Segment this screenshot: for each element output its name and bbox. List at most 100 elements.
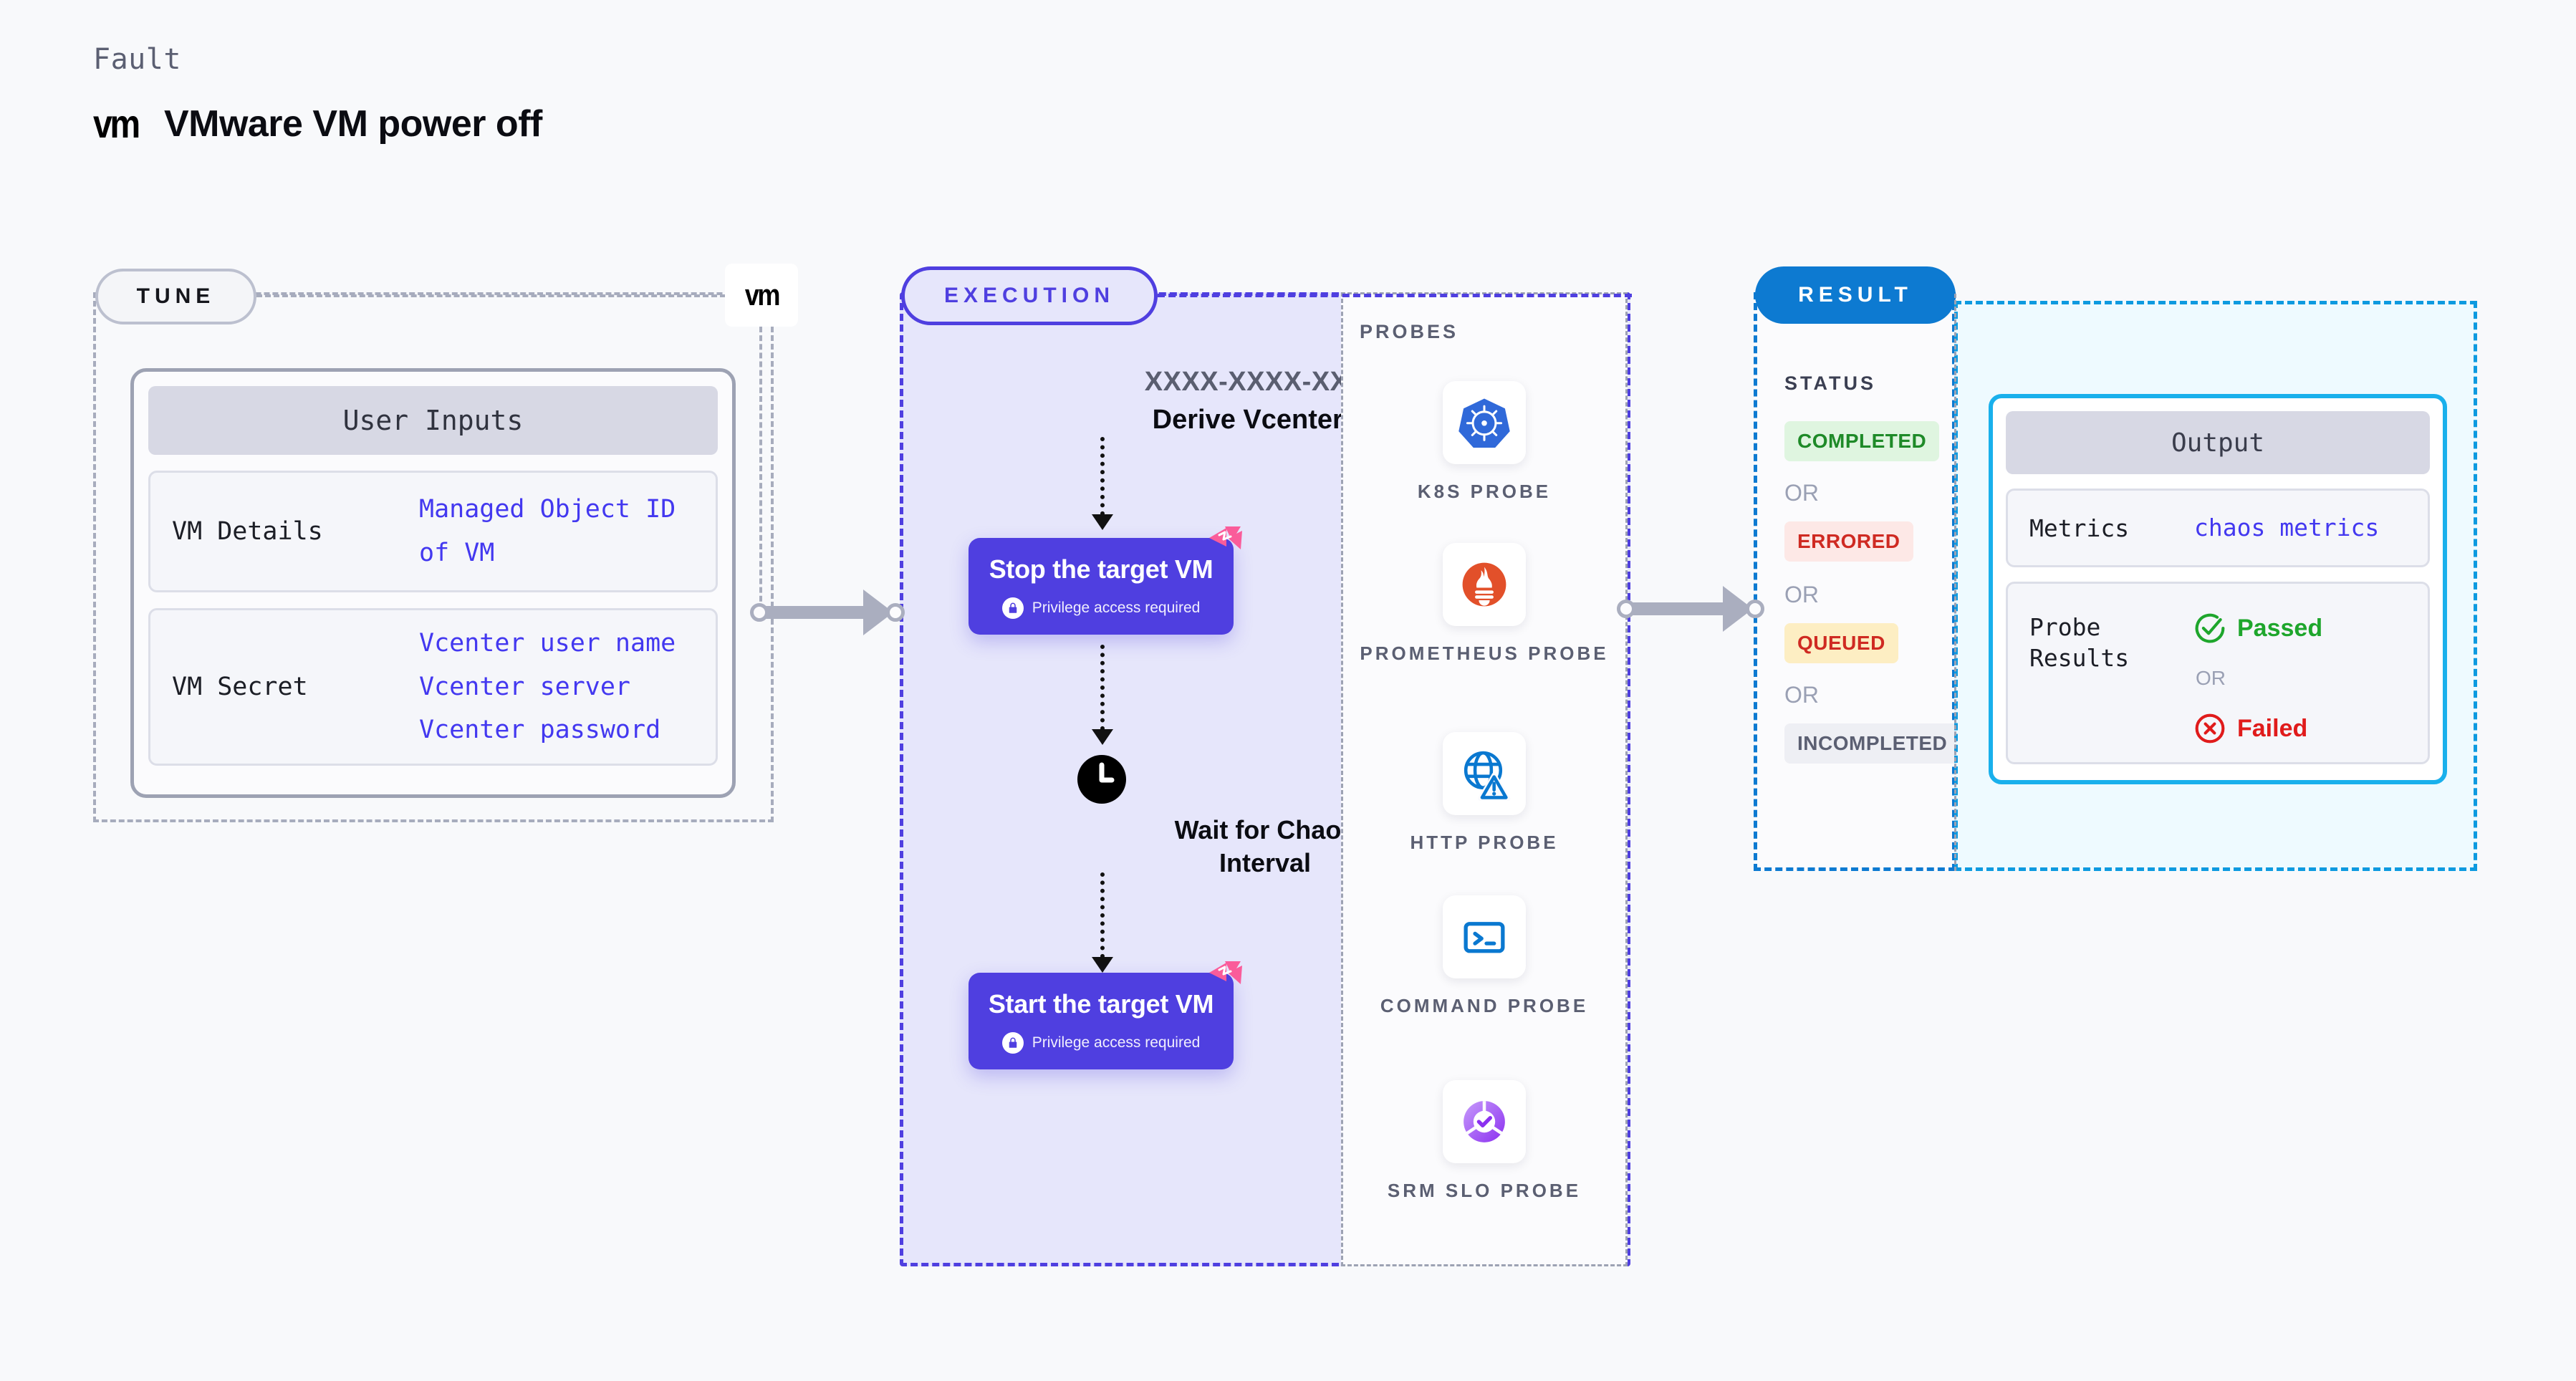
flow-arrow-derive-to-stop (1092, 437, 1113, 530)
status-badge-incompleted: INCOMPLETED (1784, 723, 1961, 764)
check-circle-icon (2195, 613, 2225, 643)
arrow-start-dot (750, 603, 769, 622)
output-card: Output Metrics chaos metrics Probe Resul… (1989, 394, 2447, 784)
vm-secret-value-2: Vcenter server (419, 672, 631, 701)
step-privilege-note: Privilege access required (1001, 1031, 1201, 1054)
step-sub-text: Privilege access required (1032, 599, 1201, 616)
user-inputs-card: User Inputs VM Details Managed Object ID… (130, 368, 736, 798)
clock-icon (1077, 755, 1126, 804)
probe-item-prometheus[interactable]: PROMETHEUS PROBE (1341, 543, 1628, 666)
execution-to-result-arrow (1617, 566, 1764, 652)
arrow-head-icon (1092, 957, 1113, 973)
vm-details-value-1: Managed Object ID (419, 495, 676, 524)
passed-label: Passed (2237, 614, 2323, 642)
vm-secret-values: Vcenter user name Vcenter server Vcenter… (419, 628, 676, 746)
probe-item-command[interactable]: COMMAND PROBE (1341, 895, 1628, 1019)
status-label: STATUS (1784, 372, 1876, 394)
litmus-chaos-badge-icon (1209, 961, 1242, 984)
tune-to-execution-arrow (750, 580, 905, 645)
step-title: Stop the target VM (989, 554, 1213, 584)
status-badge-completed: COMPLETED (1784, 421, 1940, 461)
probe-result-passed: Passed (2194, 612, 2322, 644)
result-section-pill[interactable]: RESULT (1755, 266, 1956, 324)
wait-for-chaos-interval-label: Wait for Chaos Interval (900, 814, 1630, 880)
probe-item-http[interactable]: HTTP PROBE (1341, 732, 1628, 855)
vm-secret-value-1: Vcenter user name (419, 628, 676, 658)
execution-section-pill[interactable]: EXECUTION (901, 266, 1158, 325)
or-separator: OR (1784, 480, 1819, 506)
page-title: VMware VM power off (163, 102, 542, 145)
output-header: Output (2006, 411, 2430, 474)
arrow-end-dot (1746, 600, 1764, 618)
arrow-line (1626, 602, 1734, 615)
execution-top-connector (1158, 294, 1632, 297)
probe-name: K8S PROBE (1417, 481, 1552, 502)
step-privilege-note: Privilege access required (1001, 597, 1201, 619)
wait-label-line2: Interval (1219, 848, 1312, 878)
result-section-container (1754, 292, 1956, 871)
wait-label-line1: Wait for Chaos (1174, 815, 1356, 845)
failed-label: Failed (2237, 714, 2308, 742)
kubernetes-icon (1443, 381, 1526, 464)
vmware-chip-logo-icon: vm (725, 264, 798, 327)
vm-secret-value-3: Vcenter password (419, 716, 661, 745)
page-title-row: vm VMware VM power off (93, 100, 542, 147)
tune-section-container (93, 292, 774, 822)
probe-results-key: Probe Results (2029, 612, 2194, 674)
user-inputs-header: User Inputs (148, 386, 718, 455)
vmware-logo-icon: vm (93, 101, 140, 146)
fault-eyebrow-label: Fault (93, 43, 181, 76)
table-row: Probe Results Passed OR Failed (2006, 582, 2430, 764)
terminal-icon (1443, 895, 1526, 978)
probe-results-key-line2: Results (2029, 643, 2130, 672)
metrics-values: chaos metrics (2194, 514, 2379, 542)
http-globe-warning-icon (1443, 732, 1526, 815)
derive-id-label: Derive Vcenter ID (1152, 405, 1378, 435)
flow-arrow-stop-to-wait (1092, 645, 1113, 745)
probe-results-key-line1: Probe (2029, 613, 2101, 641)
arrow-line (1100, 872, 1105, 958)
arrow-head-icon (1092, 729, 1113, 745)
arrow-start-dot (1617, 600, 1635, 618)
vm-secret-key: VM Secret (172, 673, 308, 701)
arrow-line (1100, 645, 1105, 731)
tune-connector-vertical (759, 327, 762, 619)
table-row: VM Details Managed Object ID of VM (148, 471, 718, 592)
table-row: Metrics chaos metrics (2006, 489, 2430, 567)
vm-details-key: VM Details (172, 517, 323, 546)
srm-slo-icon (1443, 1080, 1526, 1163)
lock-icon (1001, 1031, 1024, 1054)
close-circle-icon (2195, 713, 2225, 744)
arrow-line (1100, 437, 1105, 516)
probe-result-failed: Failed (2194, 713, 2322, 744)
probe-name: HTTP PROBE (1410, 832, 1559, 853)
arrow-end-dot (886, 603, 905, 622)
page-header: Fault vm VMware VM power off (93, 43, 542, 147)
step-title: Start the target VM (988, 988, 1214, 1019)
or-separator: OR (2196, 667, 2226, 689)
arrow-head-icon (1092, 514, 1113, 530)
probes-section-label: PROBES (1360, 321, 1459, 342)
status-badge-errored: ERRORED (1784, 521, 1913, 562)
flow-arrow-wait-to-start (1092, 872, 1113, 973)
prometheus-icon (1443, 543, 1526, 626)
result-output-divider (1954, 294, 1956, 871)
step-sub-text: Privilege access required (1032, 1034, 1201, 1051)
status-badge-queued: QUEUED (1784, 623, 1898, 663)
lock-icon (1001, 597, 1024, 619)
probe-item-srm-slo[interactable]: SRM SLO PROBE (1341, 1080, 1628, 1203)
metrics-value: chaos metrics (2194, 513, 2380, 542)
or-separator: OR (1784, 582, 1819, 607)
arrow-line (759, 606, 867, 619)
table-row: VM Secret Vcenter user name Vcenter serv… (148, 608, 718, 766)
probe-results-values: Passed OR Failed (2194, 612, 2322, 744)
vm-chip-label: vm (744, 278, 780, 312)
tune-connector-horizontal (256, 294, 726, 297)
or-separator: OR (1784, 682, 1819, 708)
metrics-key: Metrics (2029, 514, 2130, 542)
tune-section-pill[interactable]: TUNE (95, 269, 256, 324)
step-stop-target-vm[interactable]: Stop the target VM Privilege access requ… (969, 526, 1242, 635)
step-start-target-vm[interactable]: Start the target VM Privilege access req… (969, 961, 1242, 1069)
vm-details-value-2: of VM (419, 539, 495, 567)
probe-item-k8s[interactable]: K8S PROBE (1341, 381, 1628, 504)
